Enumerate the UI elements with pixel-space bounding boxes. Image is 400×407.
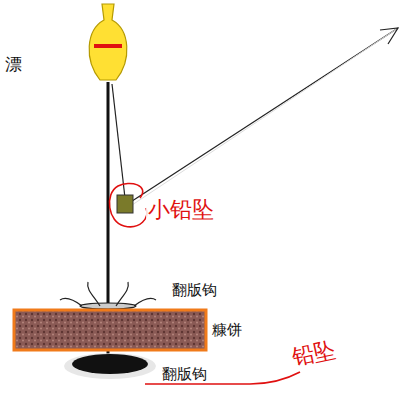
small-sinker [117, 195, 133, 213]
bait-cake [14, 310, 206, 350]
hook [60, 282, 156, 309]
sinker-shadow [64, 353, 156, 379]
hook-label: 翻版钩 [170, 282, 219, 299]
fishing-line-shadow [126, 28, 398, 209]
handwritten-note: 小铅坠 [146, 198, 216, 222]
handwritten-note: 铅坠 [288, 337, 340, 371]
sinker-line [112, 84, 125, 198]
red-circle-mark [109, 183, 146, 226]
bottom-sinker [72, 354, 148, 374]
line-arrow [380, 28, 398, 44]
float-label: 漂 [3, 55, 24, 74]
bait-label: 糠饼 [210, 322, 244, 339]
hook-label: 翻版钩 [160, 366, 209, 383]
float [89, 4, 127, 80]
